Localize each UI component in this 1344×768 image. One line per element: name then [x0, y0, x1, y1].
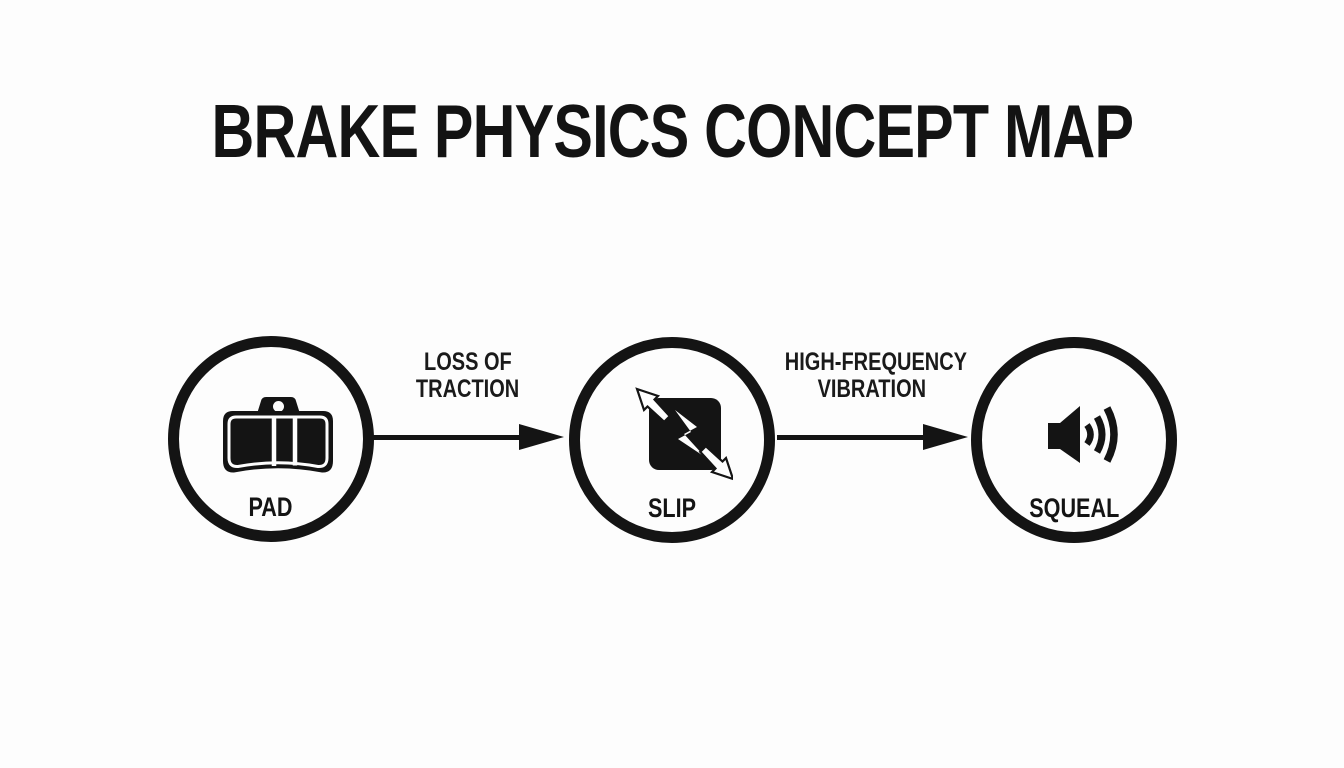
brake-pad-icon [223, 397, 333, 473]
node-slip-label-text: SLIP [647, 493, 696, 523]
speaker-icon [1048, 406, 1118, 463]
node-squeal-label: SQUEAL [982, 495, 1166, 522]
edge-loss-of-traction-label: LOSS OF TRACTION [358, 349, 578, 403]
edge-high-frequency-vibration-line1: HIGH-FREQUENCY [784, 348, 968, 376]
edge-slip-squeal-arrowhead [923, 424, 968, 450]
page-title: BRAKE PHYSICS CONCEPT MAP [0, 94, 1344, 169]
node-pad-label: PAD [179, 494, 363, 521]
page-title-text: BRAKE PHYSICS CONCEPT MAP [211, 89, 1134, 173]
node-pad: PAD [168, 336, 374, 542]
node-squeal-label-text: SQUEAL [1028, 493, 1119, 523]
arrow-down-right-icon [698, 444, 733, 481]
node-squeal: SQUEAL [971, 337, 1177, 543]
edge-pad-slip-arrowhead [519, 424, 564, 450]
edge-slip-squeal-arrow-shaft [777, 435, 924, 440]
node-slip: SLIP [569, 337, 775, 543]
edge-loss-of-traction-line1: LOSS OF [424, 348, 512, 376]
edge-high-frequency-vibration-label: HIGH-FREQUENCY VIBRATION [762, 349, 982, 403]
edge-high-frequency-vibration-line2: VIBRATION [817, 375, 927, 403]
arrow-up-left-icon [635, 387, 672, 424]
edge-loss-of-traction-line2: TRACTION [416, 375, 520, 403]
edge-pad-slip-arrow-shaft [372, 435, 520, 440]
slip-icon [635, 387, 733, 481]
node-slip-label: SLIP [580, 495, 764, 522]
node-pad-label-text: PAD [248, 492, 293, 522]
